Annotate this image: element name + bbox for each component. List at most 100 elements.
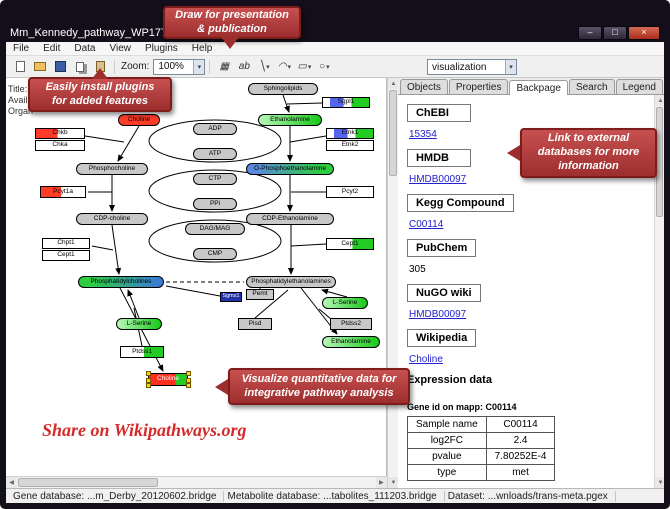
node-o-phosphoethanolamine[interactable]: O-Phosphoethanolamine: [246, 163, 334, 175]
toolbar: Zoom: 100% ▾ ▦ab╲▾◠▾▭▾○▾ visualization ▾: [6, 56, 664, 78]
ellipse-tool-button[interactable]: ○▾: [314, 58, 334, 76]
node-phosphatidylcholines[interactable]: Phosphatidylcholines: [78, 276, 164, 288]
callout-draw: Draw for presentation & publication: [163, 6, 301, 49]
node-phosphatidylethanolamines[interactable]: Phosphatidylethanolamines: [246, 276, 336, 288]
zoom-combobox[interactable]: 100% ▾: [153, 58, 206, 75]
arc-tool-button[interactable]: ◠▾: [274, 58, 294, 76]
tab-backpage[interactable]: Backpage: [509, 80, 568, 95]
expression-data-title: Expression data: [406, 374, 492, 386]
node-sphingolipids[interactable]: Sphingolipids: [248, 83, 318, 95]
backpage-header-hmdb: HMDB: [406, 149, 471, 167]
node-choline[interactable]: Choline: [118, 114, 160, 126]
node-cdp-choline[interactable]: CDP-choline: [76, 213, 148, 225]
open-button[interactable]: [30, 58, 50, 76]
node-pcyt2[interactable]: Pcyt2: [326, 186, 374, 198]
selection-handle[interactable]: [186, 371, 191, 376]
selection-handle[interactable]: [146, 383, 151, 388]
backpage-header-nugo-wiki: NuGO wiki: [406, 284, 481, 302]
node-dag-mag[interactable]: DAG/MAG: [185, 223, 245, 235]
selection-handle[interactable]: [146, 371, 151, 376]
menu-edit[interactable]: Edit: [43, 43, 61, 54]
gene-id-label: Gene id on mapp: C00114: [406, 402, 517, 412]
backpage-link-nugo-wiki[interactable]: HMDB00097: [408, 309, 467, 320]
node-cdp-ethanolamine[interactable]: CDP-Ethanolamine: [246, 213, 334, 225]
minimize-button[interactable]: –: [578, 26, 602, 40]
backpage-link-wikipedia[interactable]: Choline: [408, 354, 443, 365]
scroll-up-button[interactable]: ▲: [387, 78, 399, 89]
backpage-link-chebi[interactable]: 15354: [408, 129, 437, 140]
tab-properties[interactable]: Properties: [448, 79, 509, 94]
menu-plugins[interactable]: Plugins: [144, 43, 178, 54]
node-l-serine[interactable]: L-Serine: [116, 318, 162, 330]
scroll-right-button[interactable]: ▶: [375, 477, 387, 488]
node-pemt[interactable]: Pemt: [246, 289, 274, 300]
scroll-left-button[interactable]: ◀: [6, 477, 17, 488]
node-etnk2[interactable]: Etnk2: [326, 140, 374, 151]
tab-legend[interactable]: Legend: [615, 79, 663, 94]
menu-file[interactable]: File: [13, 43, 30, 54]
node-l-serine[interactable]: L-Serine: [322, 297, 368, 309]
node-pisd[interactable]: Pisd: [238, 318, 272, 330]
menu-view[interactable]: View: [109, 43, 131, 54]
scroll-down-button[interactable]: ▼: [655, 477, 664, 488]
node-adp[interactable]: ADP: [193, 123, 237, 135]
copy-button[interactable]: [70, 58, 90, 76]
datanode-tool-button[interactable]: ▦: [214, 58, 234, 76]
node-ctp[interactable]: CTP: [193, 173, 237, 185]
vertical-scrollbar-thumb[interactable]: [388, 90, 397, 176]
node-ptdss2[interactable]: Ptdss2: [330, 318, 372, 330]
node-chpt1[interactable]: Chpt1: [42, 238, 90, 249]
backpage-link-hmdb[interactable]: HMDB00097: [408, 174, 467, 185]
line-tool-button[interactable]: ╲▾: [254, 58, 274, 76]
close-button[interactable]: ×: [628, 26, 660, 40]
selection-handle[interactable]: [146, 378, 151, 383]
node-cept1[interactable]: Cept1: [326, 238, 374, 250]
panel-scrollbar-thumb[interactable]: [656, 107, 663, 217]
node-choline[interactable]: Choline: [146, 371, 191, 388]
node-cmp[interactable]: CMP: [193, 248, 237, 260]
node-sgpl1[interactable]: Sgpl1: [322, 97, 370, 108]
horizontal-scrollbar-thumb[interactable]: [18, 478, 158, 487]
node-ppi[interactable]: PPi: [193, 198, 237, 210]
selection-handle[interactable]: [186, 378, 191, 383]
share-text: Share on Wikipathways.org: [42, 420, 247, 440]
node-sgms1[interactable]: Sgms1: [220, 292, 242, 302]
dropdown-arrow-icon[interactable]: ▾: [326, 63, 330, 71]
node-ptdss1[interactable]: Ptdss1: [120, 346, 164, 358]
node-chka[interactable]: Chka: [35, 140, 85, 151]
node-atp[interactable]: ATP: [193, 148, 237, 160]
menu-bar: File Edit Data View Plugins Help: [6, 42, 664, 56]
canvas-horizontal-scrollbar: ◀ ▶: [6, 476, 387, 488]
node-pcyt1a[interactable]: Pcyt1a: [40, 186, 86, 198]
callout-visualize: Visualize quantitative data for integrat…: [215, 368, 410, 405]
label-tool-button[interactable]: ab: [234, 58, 254, 76]
rect-tool-button[interactable]: ▭▾: [294, 58, 314, 76]
backpage-link-kegg-compound[interactable]: C00114: [408, 219, 444, 230]
node-etnk1[interactable]: Etnk1: [326, 128, 374, 139]
dropdown-arrow-icon[interactable]: ▾: [307, 63, 312, 71]
node-ethanolamine[interactable]: Ethanolamine: [258, 114, 322, 126]
node-phosphocholine[interactable]: Phosphocholine: [76, 163, 148, 175]
scroll-up-button[interactable]: ▲: [655, 95, 664, 106]
zoom-dropdown-arrow-icon[interactable]: ▾: [193, 59, 205, 74]
selection-handle[interactable]: [186, 383, 191, 388]
scroll-down-button[interactable]: ▼: [387, 477, 399, 488]
node-ethanolamine[interactable]: Ethanolamine: [322, 336, 380, 348]
tab-search[interactable]: Search: [568, 79, 615, 94]
visualization-combobox[interactable]: visualization ▾: [427, 59, 517, 75]
save-button[interactable]: [50, 58, 70, 76]
node-cept1[interactable]: Cept1: [42, 250, 90, 261]
menu-data[interactable]: Data: [74, 43, 96, 54]
dropdown-arrow-icon[interactable]: ▾: [266, 63, 270, 71]
expression-table-cell: pvalue: [406, 448, 487, 465]
new-file-button[interactable]: [10, 58, 30, 76]
visualization-dropdown-arrow-icon[interactable]: ▾: [505, 60, 516, 74]
dropdown-arrow-icon[interactable]: ▾: [287, 63, 291, 71]
node-chkb[interactable]: Chkb: [35, 128, 85, 139]
tab-objects[interactable]: Objects: [399, 79, 448, 94]
maximize-button[interactable]: □: [603, 26, 627, 40]
menu-help[interactable]: Help: [191, 43, 213, 54]
